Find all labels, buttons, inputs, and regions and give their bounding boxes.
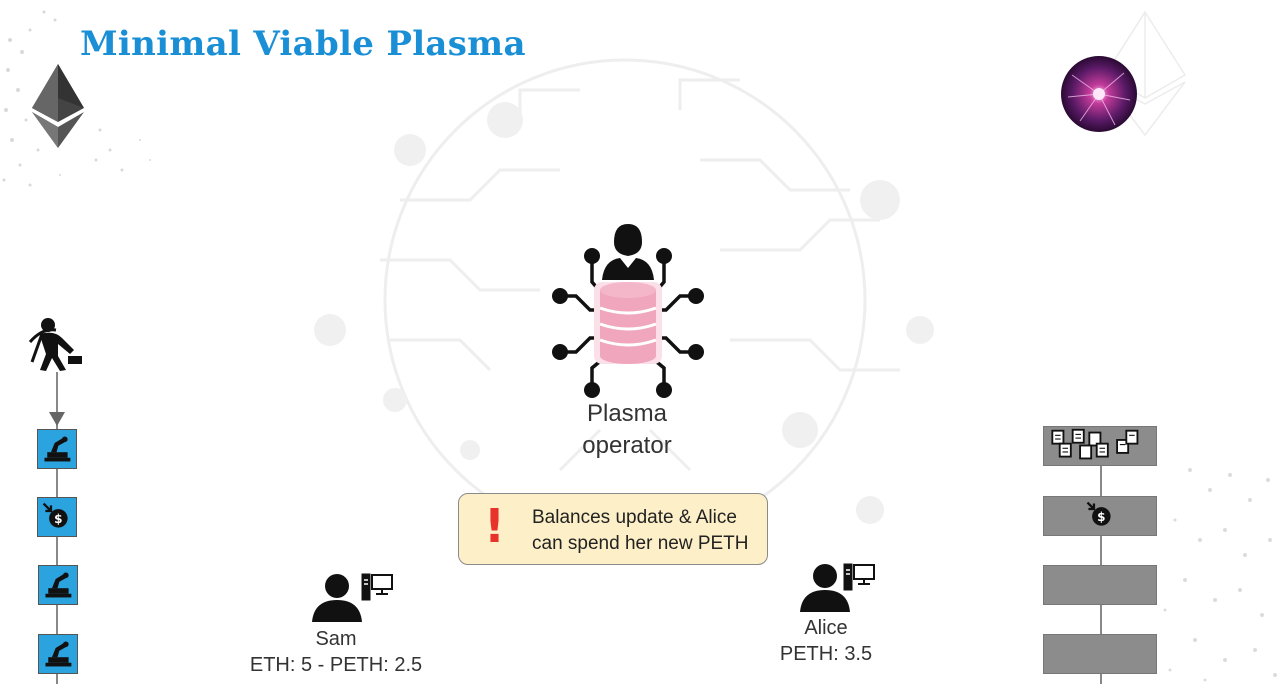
main-chain-block-deposit: $: [37, 497, 77, 537]
faint-circuit-nodes: [314, 102, 934, 524]
main-chain-block: [38, 634, 78, 674]
mining-machine-icon: [45, 572, 72, 598]
callout-box: [458, 493, 768, 565]
operator-label: Plasma operator: [582, 400, 672, 459]
svg-text:$: $: [54, 512, 62, 526]
transactions-icon: [1051, 428, 1139, 460]
user-computer-icon: [800, 563, 875, 612]
deposit-coin-icon: $: [1086, 501, 1111, 526]
plasma-chain-block-transactions: [1043, 426, 1157, 466]
main-chain-block: [37, 429, 77, 469]
database-icon: [599, 282, 657, 364]
dot-pattern-top-left: [2, 10, 151, 187]
deposit-coin-icon: $: [42, 502, 68, 528]
plasma-chain-block: [1043, 634, 1157, 674]
mining-machine-icon: [45, 641, 72, 667]
mining-machine-icon: [44, 436, 71, 462]
miner-icon: [28, 318, 82, 371]
plasma-ball-icon: [1061, 56, 1137, 132]
svg-text:$: $: [1097, 510, 1105, 524]
callout-line-1: Balances update & Alice: [532, 507, 737, 528]
callout-line-2: can spend her new PETH: [532, 533, 749, 554]
callout-text: Balances update & Alice can spend her ne…: [532, 505, 772, 557]
user-balance-sam: ETH: 5 - PETH: 2.5: [249, 654, 423, 676]
user-name-sam: Sam: [315, 628, 357, 650]
arrow-down-icon: [49, 412, 65, 426]
plasma-chain-block: [1043, 565, 1157, 605]
alert-icon: !: [484, 499, 505, 553]
dot-pattern-bottom-right: [1163, 468, 1277, 682]
user-name-alice: Alice: [804, 617, 848, 639]
faint-circuit: [380, 58, 900, 542]
ethereum-logo-icon: [32, 64, 84, 148]
user-computer-icon: [312, 573, 393, 622]
plasma-operator-icon: [552, 224, 704, 398]
main-chain-block: [38, 565, 78, 605]
plasma-chain-block-deposit: $: [1043, 496, 1157, 536]
user-balance-alice: PETH: 3.5: [779, 643, 873, 665]
operator-person-icon: [602, 224, 654, 280]
page-title: Minimal Viable Plasma: [80, 24, 526, 64]
plasma-chain-line: [1100, 426, 1102, 684]
